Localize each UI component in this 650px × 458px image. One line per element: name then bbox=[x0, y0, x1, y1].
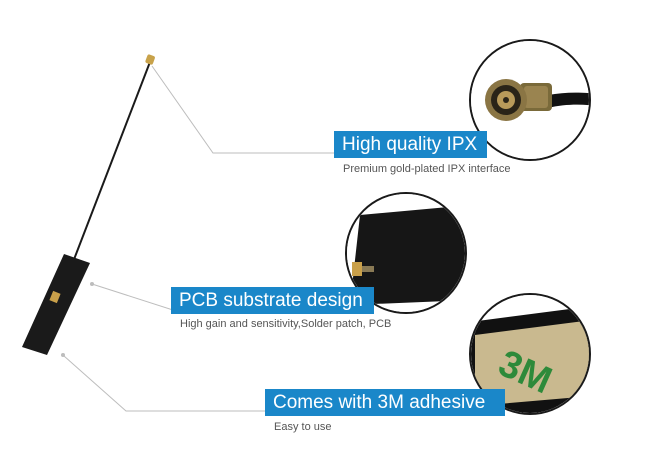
ipx-connector-tip bbox=[145, 54, 155, 65]
antenna-product bbox=[22, 54, 155, 355]
feature-caption-pcb: High gain and sensitivity,Solder patch, … bbox=[180, 318, 392, 330]
antenna-pcb-body bbox=[22, 254, 90, 355]
leader-dot-adhesive bbox=[61, 353, 65, 357]
leader-dot-pcb bbox=[90, 282, 94, 286]
feature-title-pcb: PCB substrate design bbox=[171, 287, 374, 314]
antenna-cable bbox=[72, 61, 151, 263]
antenna-solder-pad bbox=[49, 290, 61, 304]
feature-caption-adhesive: Easy to use bbox=[274, 421, 332, 433]
pcb-closeup-icon bbox=[345, 192, 467, 314]
feature-title-ipx: High quality IPX bbox=[334, 131, 487, 158]
feature-title-adhesive: Comes with 3M adhesive bbox=[265, 389, 505, 416]
adhesive-closeup-icon: 3M bbox=[469, 293, 591, 415]
ipx-connector-closeup-icon bbox=[469, 39, 591, 161]
feature-caption-ipx: Premium gold-plated IPX interface bbox=[343, 163, 511, 175]
